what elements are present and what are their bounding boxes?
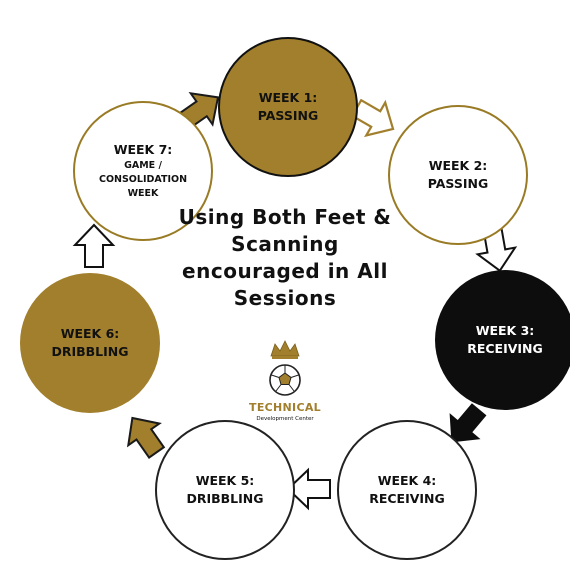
week-4-label: RECEIVING	[369, 491, 445, 506]
week-4-title: WEEK 4:	[377, 472, 437, 488]
week-3-label: RECEIVING	[467, 341, 543, 356]
center-line-1: Using Both Feet &	[178, 205, 392, 229]
week-1-label: PASSING	[257, 108, 319, 123]
center-message: Using Both Feet & Scanning encouraged in…	[170, 204, 400, 312]
week-3-node: WEEK 3: RECEIVING	[435, 270, 570, 410]
week-7-line-1: GAME /	[124, 159, 162, 171]
week-6-label: DRIBBLING	[51, 344, 129, 359]
week-1-node: WEEK 1: PASSING	[218, 37, 358, 177]
week-5-node: WEEK 5: DRIBBLING	[155, 420, 295, 560]
week-6-node: WEEK 6: DRIBBLING	[20, 273, 160, 413]
week-7-line-3: WEEK	[127, 188, 159, 200]
center-line-4: Sessions	[233, 286, 337, 310]
week-7-title: WEEK 7:	[113, 141, 173, 157]
logo-wordmark: TECHNICAL	[249, 401, 321, 414]
week-7-line-2: CONSOLIDATION	[98, 173, 188, 185]
week-5-title: WEEK 5:	[195, 472, 255, 488]
logo-tagline: Development Center	[256, 416, 314, 422]
week-2-node: WEEK 2: PASSING	[388, 105, 528, 245]
center-line-2: Scanning	[231, 232, 339, 256]
week-2-title: WEEK 2:	[428, 157, 488, 173]
week-1-title: WEEK 1:	[258, 89, 318, 105]
crown-ball-logo-icon	[269, 340, 301, 396]
week-3-title: WEEK 3:	[475, 322, 535, 338]
center-line-3: encouraged in All	[182, 259, 388, 283]
week-7-node: WEEK 7: GAME / CONSOLIDATION WEEK	[73, 101, 213, 241]
week-2-label: PASSING	[427, 176, 489, 191]
week-6-title: WEEK 6:	[60, 325, 120, 341]
week-5-label: DRIBBLING	[186, 491, 264, 506]
week-4-node: WEEK 4: RECEIVING	[337, 420, 477, 560]
